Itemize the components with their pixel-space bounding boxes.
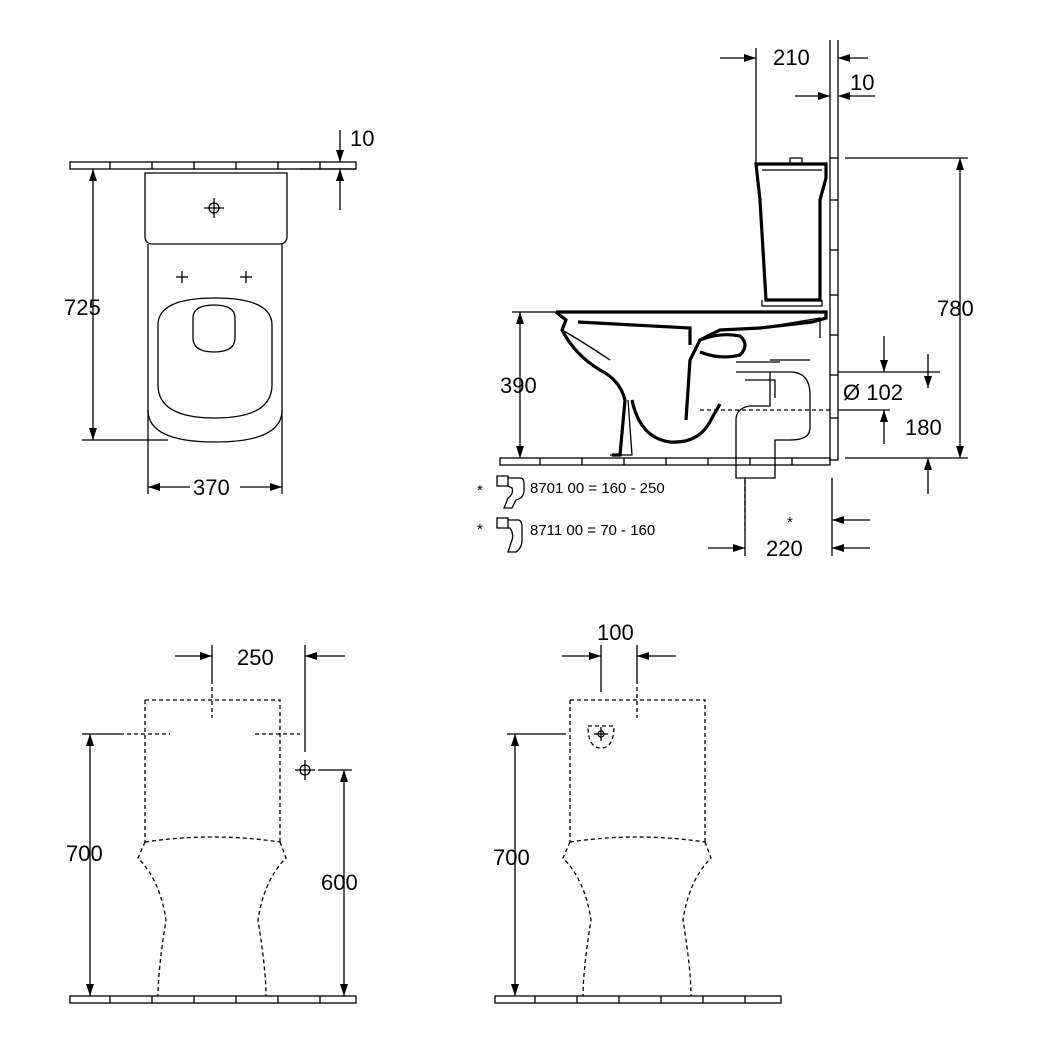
top-view-wall-gap-label: 10 <box>350 126 374 151</box>
back-view: 100 700 <box>493 620 782 1004</box>
back-view-height-label: 700 <box>493 845 530 870</box>
side-view-outlet-height-label: 180 <box>905 415 942 440</box>
front-view: 250 700 600 <box>66 645 358 1004</box>
side-view-option-1: * 8701 00 = 160 - 250 <box>477 475 665 509</box>
side-view-outlet-diameter-label: Ø 102 <box>843 380 903 405</box>
side-view-dim-780: 780 <box>845 157 974 459</box>
side-view-seat-height-label: 390 <box>500 373 537 398</box>
back-view-supply-offset-label: 100 <box>597 620 634 645</box>
side-view-tank-depth-label: 210 <box>773 45 810 70</box>
connector-bend-icon <box>496 517 523 553</box>
option-1-text: 8701 00 = 160 - 250 <box>530 480 665 497</box>
top-view-wall <box>69 161 357 170</box>
back-view-toilet <box>562 680 712 997</box>
front-view-dim-600: 600 <box>318 769 358 996</box>
side-view-dim-390: 390 <box>500 311 556 458</box>
front-view-supply-point <box>295 760 315 780</box>
side-view-cistern <box>754 157 828 307</box>
top-view-dim-370: 370 <box>147 410 283 500</box>
top-view: 10 725 370 <box>64 126 374 500</box>
side-view-asterisk: * <box>787 514 793 531</box>
option-2-marker: * <box>477 521 483 538</box>
back-view-dim-100: 100 <box>562 620 676 692</box>
front-view-height-label: 700 <box>66 841 103 866</box>
option-2-text: 8711 00 = 70 - 160 <box>530 522 655 539</box>
top-view-depth-label: 725 <box>64 295 101 320</box>
side-view-dim-10: 10 <box>795 70 875 100</box>
side-view-bowl <box>555 310 828 457</box>
front-view-supply-height-label: 600 <box>321 870 358 895</box>
side-view-total-height-label: 780 <box>937 296 974 321</box>
option-1-marker: * <box>477 482 483 499</box>
top-view-toilet <box>144 172 288 443</box>
front-view-toilet <box>120 680 300 997</box>
back-view-dim-700: 700 <box>493 733 566 996</box>
side-view-wall-gap-label: 10 <box>850 70 874 95</box>
front-view-supply-offset-label: 250 <box>237 645 274 670</box>
side-view-outlet-pipe <box>700 361 830 479</box>
top-view-dim-10: 10 <box>300 126 374 210</box>
side-view-wall <box>829 40 839 461</box>
side-view-outlet-distance-label: 220 <box>766 536 803 561</box>
top-view-width-label: 370 <box>193 475 230 500</box>
side-view-dim-220: 220 * <box>708 478 870 561</box>
side-view-floor <box>499 457 831 466</box>
back-view-floor <box>494 995 782 1004</box>
side-view: 210 10 780 390 <box>477 40 974 561</box>
top-view-dim-725: 725 <box>64 169 168 441</box>
side-view-dim-210: 210 <box>720 45 868 164</box>
front-view-dim-700: 700 <box>66 733 120 996</box>
front-view-floor <box>69 995 357 1004</box>
front-view-dim-250: 250 <box>175 645 345 752</box>
connector-bend-icon <box>496 475 525 509</box>
side-view-dim-outlet: Ø 102 180 <box>838 336 942 494</box>
side-view-option-2: * 8711 00 = 70 - 160 <box>477 517 655 553</box>
